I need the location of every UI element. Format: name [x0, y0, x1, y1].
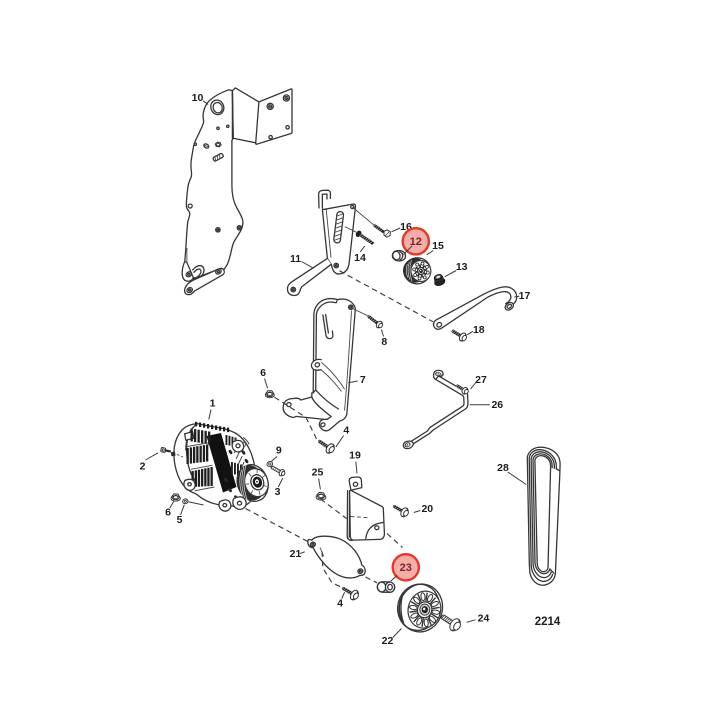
- svg-text:6: 6: [165, 507, 171, 519]
- svg-text:17: 17: [519, 290, 531, 302]
- svg-text:3: 3: [275, 486, 281, 498]
- svg-text:4: 4: [337, 598, 343, 610]
- svg-text:22: 22: [382, 635, 394, 647]
- svg-text:15: 15: [432, 240, 444, 252]
- svg-text:2214: 2214: [535, 616, 561, 628]
- svg-text:4: 4: [343, 425, 349, 437]
- svg-text:18: 18: [473, 324, 485, 336]
- svg-text:13: 13: [456, 261, 468, 273]
- svg-text:1: 1: [210, 398, 216, 410]
- svg-text:26: 26: [491, 399, 503, 411]
- svg-text:16: 16: [400, 221, 412, 233]
- svg-text:20: 20: [421, 503, 433, 515]
- svg-text:23: 23: [400, 562, 412, 574]
- svg-text:5: 5: [177, 514, 183, 526]
- svg-text:10: 10: [192, 92, 204, 104]
- svg-text:7: 7: [360, 374, 366, 386]
- svg-text:11: 11: [290, 253, 301, 265]
- svg-text:6: 6: [260, 367, 266, 379]
- svg-text:12: 12: [410, 236, 422, 248]
- svg-text:9: 9: [276, 445, 282, 457]
- svg-text:2: 2: [140, 461, 146, 473]
- svg-text:14: 14: [354, 252, 366, 264]
- svg-text:21: 21: [290, 548, 302, 560]
- svg-text:19: 19: [349, 450, 361, 462]
- svg-text:8: 8: [381, 336, 387, 348]
- svg-text:24: 24: [478, 612, 490, 624]
- svg-text:25: 25: [312, 467, 324, 479]
- svg-text:28: 28: [497, 462, 509, 474]
- svg-text:27: 27: [475, 374, 487, 386]
